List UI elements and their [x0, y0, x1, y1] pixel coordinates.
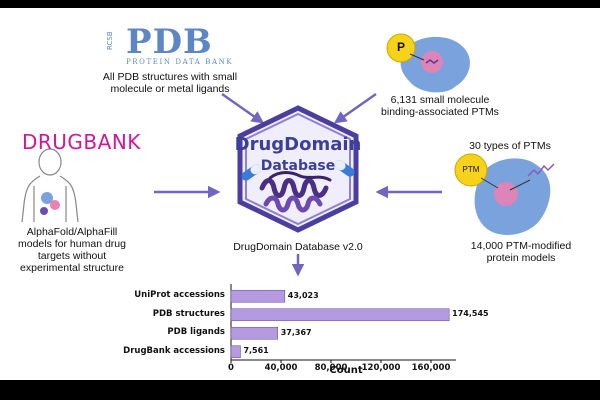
pill-icon — [334, 160, 355, 177]
bar-pdb-structures — [230, 308, 450, 322]
pdb-logo: PDB — [126, 22, 213, 62]
ptm-p-badge: P — [396, 40, 405, 54]
category-label: PDB structures — [152, 308, 225, 319]
x-tick-label: 80,000 — [314, 363, 348, 373]
ptm-models-illustration — [454, 153, 555, 235]
ptm-models-caption-line1: 14,000 PTM-modified — [470, 240, 572, 252]
x-axis-label: Count — [329, 365, 363, 376]
value-label: 37,367 — [280, 327, 312, 337]
hub-hexagon — [237, 105, 359, 233]
x-tick-label: 40,000 — [264, 363, 298, 373]
arrow-pdb-to-hub — [221, 92, 265, 124]
category-label: UniProt accessions — [134, 290, 225, 301]
ptm-binding-illustration — [386, 33, 470, 93]
bar-pdb-ligands — [230, 326, 279, 340]
hub-title: DrugDomain — [234, 134, 362, 155]
bar-uniprot-accessions — [230, 289, 286, 303]
hub-caption: DrugDomain Database v2.0 — [233, 241, 363, 253]
x-tick-label: 0 — [228, 363, 234, 373]
pdb-caption-line2: molecule or metal ligands — [110, 83, 230, 95]
drugbank-caption-line1: AlphaFold/AlphaFill — [26, 226, 118, 238]
arrow-ptm-binding-to-hub — [333, 92, 377, 124]
value-label: 7,561 — [243, 346, 269, 356]
bar-drugbank-accessions — [230, 345, 241, 359]
ptm-types-header: 30 types of PTMs — [469, 140, 551, 152]
chart-ticks — [230, 360, 432, 363]
ptm-binding-caption-line1: 6,131 small molecule — [390, 94, 490, 106]
value-label: 43,023 — [287, 290, 319, 300]
drugbank-logo: DRUGBANK — [22, 130, 141, 154]
human-body-illustration — [21, 148, 79, 223]
pill-icon — [241, 164, 262, 181]
ptm-models-caption-line2: protein models — [486, 252, 556, 264]
diagram-graphics — [21, 33, 555, 363]
ptm-badge: PTM — [462, 165, 480, 174]
x-tick-label: 160,000 — [411, 363, 451, 373]
category-label: DrugBank accessions — [123, 345, 225, 356]
drugbank-caption-line3: targets without — [37, 250, 107, 262]
diagram-panel: RCSB PDB PROTEIN DATA BANK All PDB struc… — [0, 8, 600, 380]
chart-bars — [230, 289, 450, 359]
drugbank-caption-line2: models for human drug — [18, 238, 126, 250]
ptm-binding-caption-line2: binding-associated PTMs — [381, 106, 499, 118]
hub-subtitle: Database — [260, 158, 336, 174]
rcsb-logo-text: RCSB — [106, 31, 114, 51]
value-label: 174,545 — [452, 309, 489, 319]
drugbank-caption-line4: experimental structure — [20, 262, 124, 274]
protein-ribbon-icon — [259, 171, 332, 213]
category-label: PDB ligands — [167, 327, 225, 338]
pdb-logo-subtitle: PROTEIN DATA BANK — [126, 58, 234, 66]
pdb-caption-line1: All PDB structures with small — [102, 71, 238, 83]
x-tick-label: 120,000 — [361, 363, 401, 373]
